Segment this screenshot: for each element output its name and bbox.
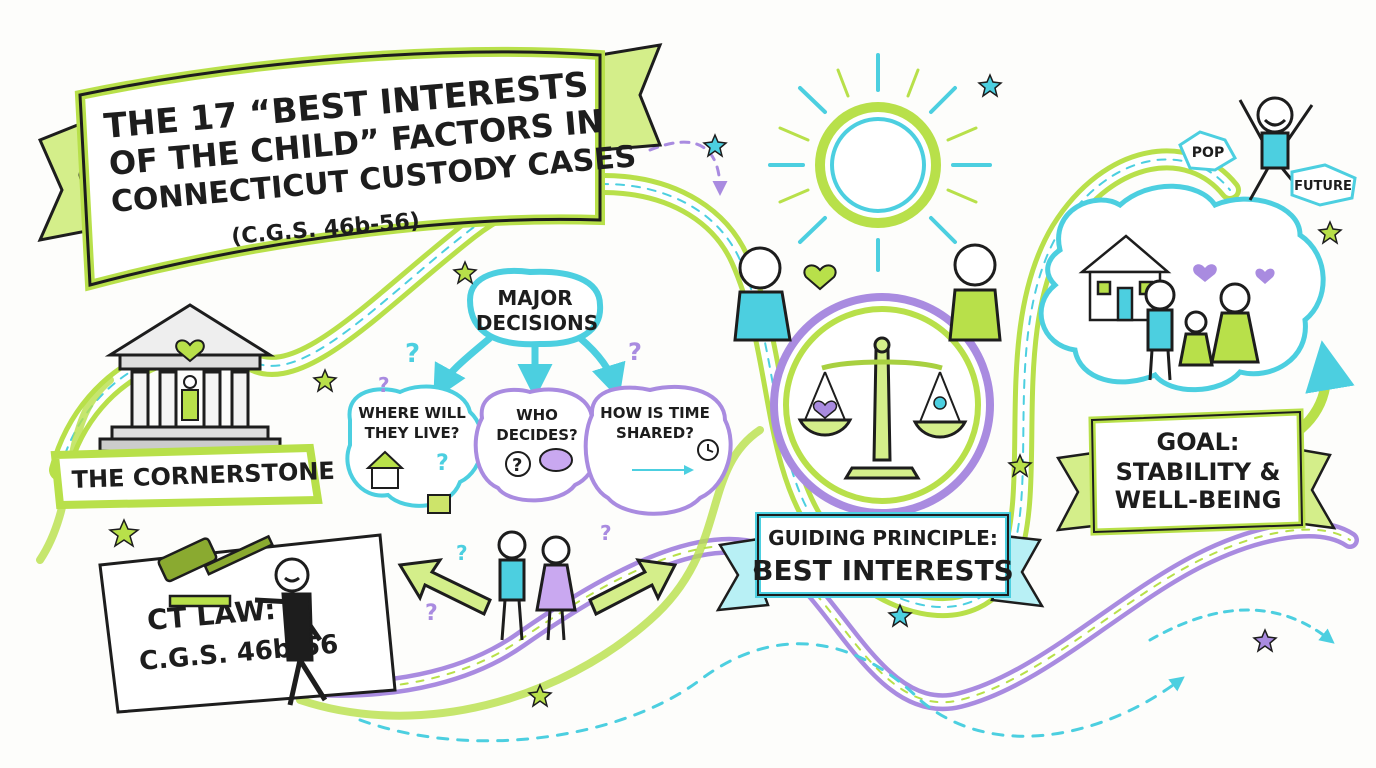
- decision-who-line-2: DECIDES?: [496, 426, 578, 444]
- gavel-icon: [157, 534, 274, 608]
- major-decisions-line-2: DECISIONS: [476, 311, 598, 335]
- decision-where-line-2: THEY LIVE?: [365, 424, 460, 442]
- courthouse-icon: [98, 303, 282, 453]
- jumping-child: [1238, 96, 1314, 201]
- clock-icon: [697, 439, 719, 461]
- goal-line-2: STABILITY &: [1116, 458, 1281, 486]
- pop-burst: [1178, 130, 1238, 172]
- decision-bubble-time: [583, 384, 733, 516]
- heart-icon: [1193, 264, 1275, 284]
- scales-icon: [797, 336, 968, 480]
- decision-time-line-1: HOW IS TIME: [600, 404, 710, 422]
- star-icon: [108, 73, 1343, 708]
- parent-figure-left: [733, 246, 837, 342]
- svg-text:?: ?: [628, 338, 642, 366]
- question-mark-icon: ?: [512, 455, 522, 476]
- goal-line-3: WELL-BEING: [1115, 486, 1282, 514]
- decision-time-line-2: SHARED?: [616, 424, 694, 442]
- question-mark-icon: ? ? ? ? ? ?: [378, 338, 642, 626]
- suitcase-icon: [427, 494, 451, 514]
- svg-text:?: ?: [425, 601, 438, 626]
- decision-where-line-1: WHERE WILL: [358, 404, 466, 422]
- parent-figure-right: [948, 243, 1002, 342]
- sun-icon: [768, 53, 992, 272]
- major-decisions-line-1: MAJOR: [497, 286, 572, 310]
- svg-text:?: ?: [456, 541, 468, 565]
- cornerstone-banner: [50, 443, 323, 510]
- crossroad-arrows: [397, 558, 678, 617]
- presenter-figure: [254, 557, 328, 706]
- worried-parents: [497, 530, 577, 641]
- major-decisions-bubble: [466, 267, 604, 348]
- svg-text:?: ?: [378, 373, 390, 397]
- brain-icon: [539, 448, 573, 472]
- goal-banner: [1055, 408, 1337, 536]
- pop-label: POP: [1192, 145, 1224, 161]
- goal-line-1: GOAL:: [1157, 428, 1240, 456]
- future-label: FUTURE: [1294, 179, 1352, 194]
- guiding-principle-line-2: BEST INTERESTS: [752, 554, 1014, 587]
- decision-arrows: [433, 335, 626, 401]
- question-mark-icon: ?: [436, 451, 449, 476]
- guiding-principle-line-1: GUIDING PRINCIPLE:: [768, 526, 998, 550]
- svg-text:?: ?: [600, 521, 612, 545]
- family-figures: [1144, 279, 1260, 381]
- house-icon: [365, 450, 405, 489]
- guiding-principle-banner: [715, 512, 1045, 612]
- future-burst: [1290, 163, 1357, 207]
- svg-text:?: ?: [405, 339, 420, 369]
- house-icon: [1078, 234, 1172, 322]
- decision-who-line-1: WHO: [516, 406, 558, 424]
- title-banner: [37, 43, 663, 292]
